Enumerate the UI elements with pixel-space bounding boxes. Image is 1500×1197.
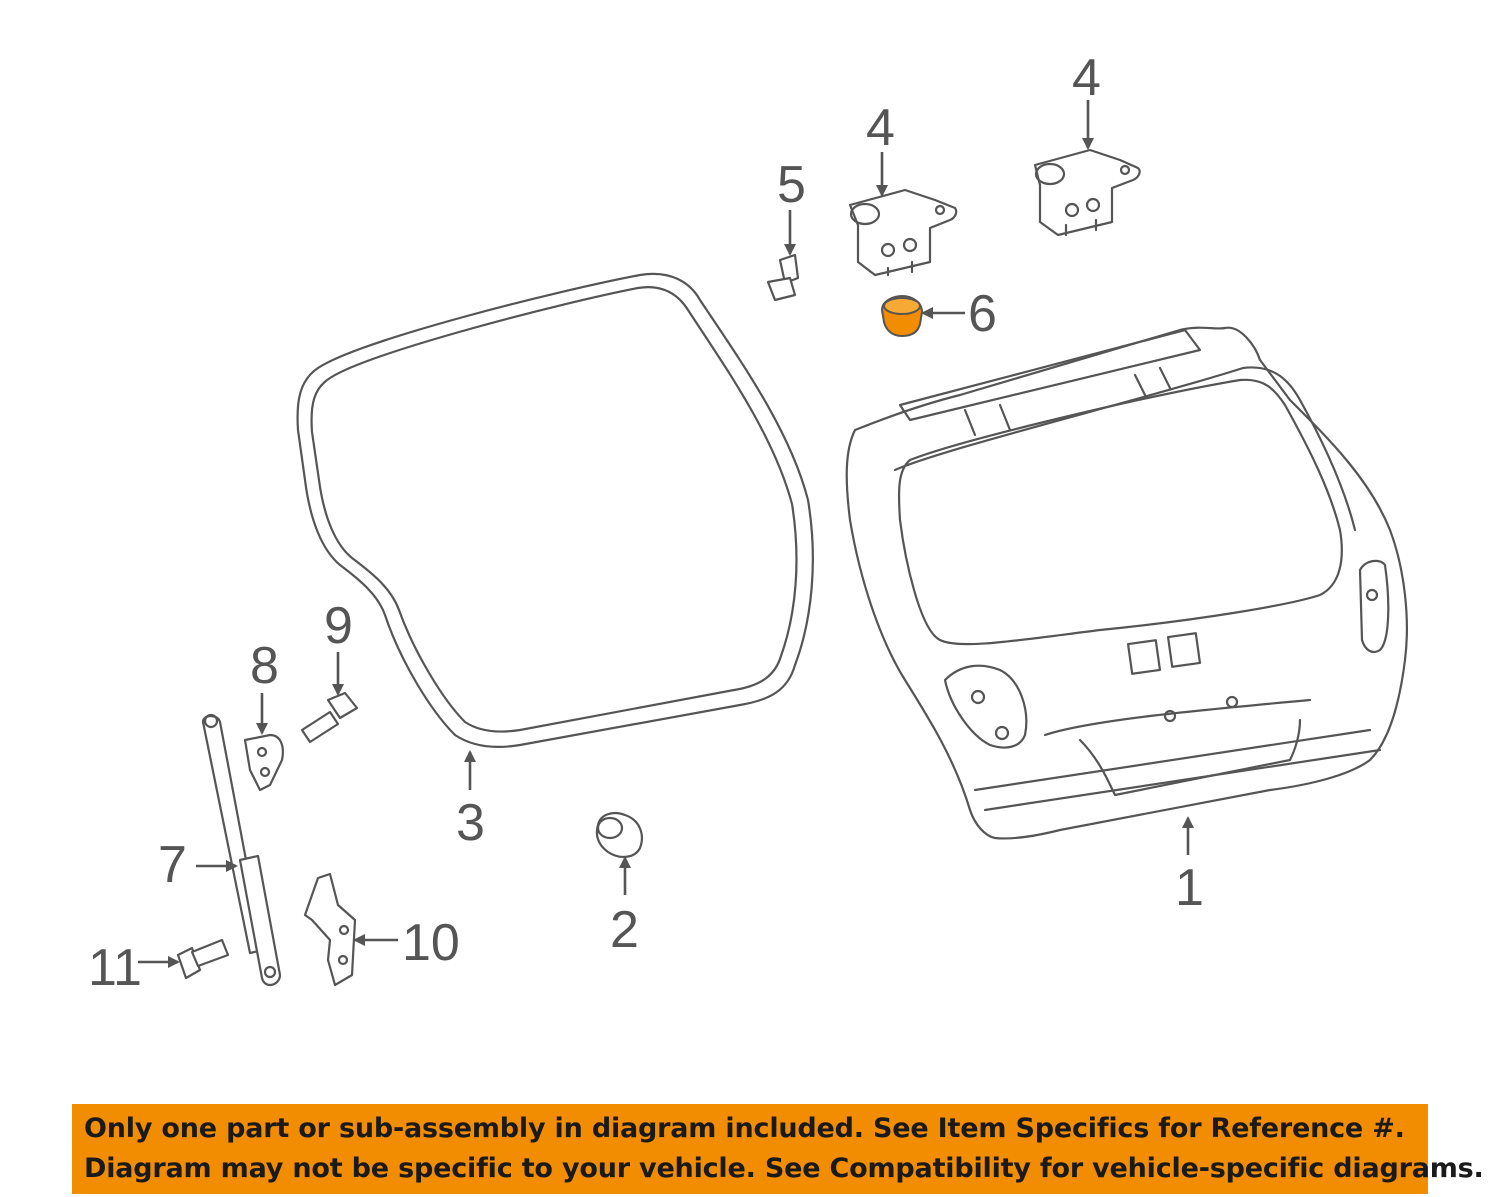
callout-11: 11	[88, 939, 142, 997]
notice-line-2: Diagram may not be specific to your vehi…	[84, 1153, 1484, 1184]
bumper-stop-part[interactable]	[595, 811, 643, 858]
nut-part-highlighted[interactable]	[880, 294, 924, 338]
callout-5: 5	[777, 156, 806, 214]
callout-6: 6	[968, 285, 997, 343]
callout-4-left: 4	[866, 99, 895, 157]
upper-bracket-part[interactable]	[243, 733, 284, 792]
lower-bracket-part[interactable]	[303, 872, 357, 987]
notice-line-1: Only one part or sub-assembly in diagram…	[84, 1113, 1405, 1144]
notice-banner: Only one part or sub-assembly in diagram…	[72, 1104, 1484, 1194]
hinge-left-part[interactable]	[848, 188, 958, 277]
lift-support-part[interactable]	[201, 713, 282, 987]
upper-bolt-part[interactable]	[300, 691, 359, 744]
callout-9: 9	[324, 597, 353, 655]
callout-7: 7	[158, 836, 187, 894]
leader-arrows	[138, 100, 1194, 968]
callout-10: 10	[402, 914, 460, 972]
callout-1: 1	[1175, 859, 1204, 917]
weatherstrip-part[interactable]	[296, 272, 814, 749]
callout-3: 3	[456, 794, 485, 852]
parts-diagram: 1 2 3 4 4 5 6 7 8 9 10 11	[88, 49, 1408, 997]
callout-2: 2	[610, 901, 639, 959]
lower-bolt-part[interactable]	[176, 938, 230, 980]
hinge-right-part[interactable]	[1033, 148, 1141, 237]
callout-8: 8	[250, 637, 279, 695]
hinge-bolt-part[interactable]	[766, 253, 800, 302]
callout-4-right: 4	[1072, 49, 1101, 107]
callout-labels: 1 2 3 4 4 5 6 7 8 9 10 11	[88, 49, 1204, 997]
liftgate-part[interactable]	[845, 326, 1408, 840]
